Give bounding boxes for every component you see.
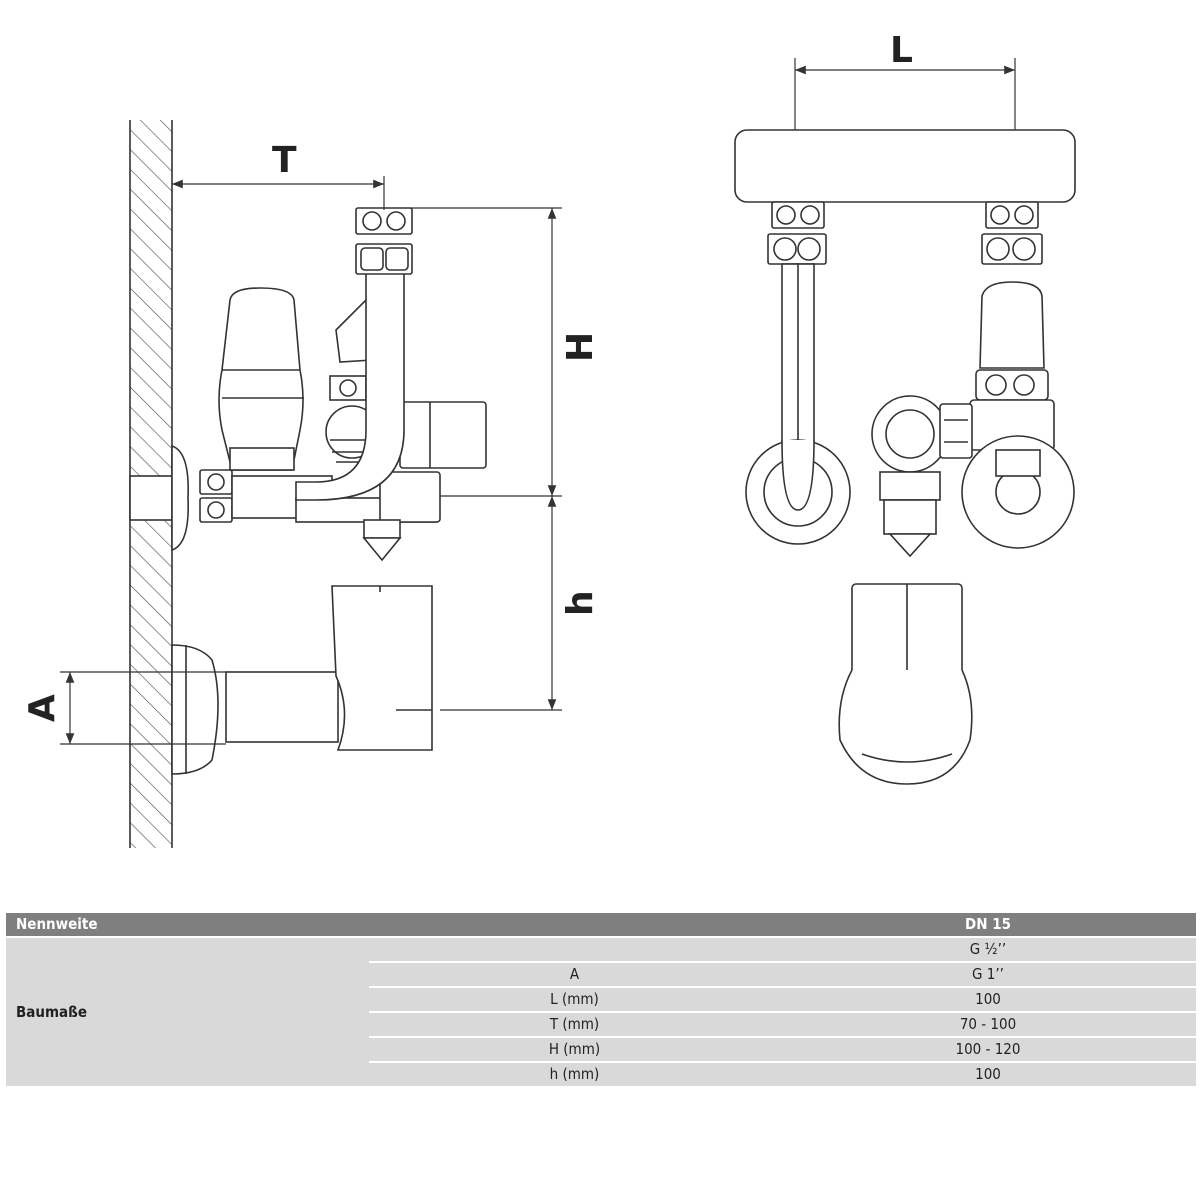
row-value: 100 - 120 xyxy=(780,1037,1196,1063)
dim-label-L: L xyxy=(890,30,913,71)
header-label: Nennweite xyxy=(6,913,369,938)
table-row: A G 1’’ xyxy=(6,962,1196,988)
dim-label-T: T xyxy=(272,140,297,181)
group-label: Baumaße xyxy=(6,937,369,1088)
row-param: T (mm) xyxy=(369,1012,780,1038)
dim-label-h: h xyxy=(560,590,601,616)
row-param xyxy=(369,937,780,963)
table-row: L (mm) 100 xyxy=(6,987,1196,1013)
row-param: A xyxy=(369,962,780,988)
row-param: H (mm) xyxy=(369,1037,780,1063)
row-value: G ½’’ xyxy=(780,937,1196,963)
table-row: T (mm) 70 - 100 xyxy=(6,1012,1196,1038)
row-value: G 1’’ xyxy=(780,962,1196,988)
side-view-dimensions xyxy=(60,176,562,745)
row-value: 70 - 100 xyxy=(780,1012,1196,1038)
dim-label-H: H xyxy=(560,332,601,362)
table-row: Baumaße G ½’’ xyxy=(6,937,1196,1088)
row-value: 100 xyxy=(780,1062,1196,1088)
dim-label-A: A xyxy=(22,694,63,722)
row-param: h (mm) xyxy=(369,1062,780,1088)
header-spacer xyxy=(369,913,780,938)
side-view xyxy=(129,120,487,848)
row-param: L (mm) xyxy=(369,987,780,1013)
technical-drawing: T H h A xyxy=(22,30,1076,848)
table-row: H (mm) 100 - 120 xyxy=(6,1037,1196,1063)
table-header-row: Nennweite DN 15 xyxy=(6,913,1196,938)
table-row: h (mm) 100 xyxy=(6,1062,1196,1088)
spec-table: Nennweite DN 15 Baumaße G ½’’ A G 1’’ L … xyxy=(6,913,1196,1088)
header-value: DN 15 xyxy=(780,913,1196,938)
row-value: 100 xyxy=(780,987,1196,1013)
front-view xyxy=(734,129,1076,785)
front-view-dimensions xyxy=(794,58,1016,130)
